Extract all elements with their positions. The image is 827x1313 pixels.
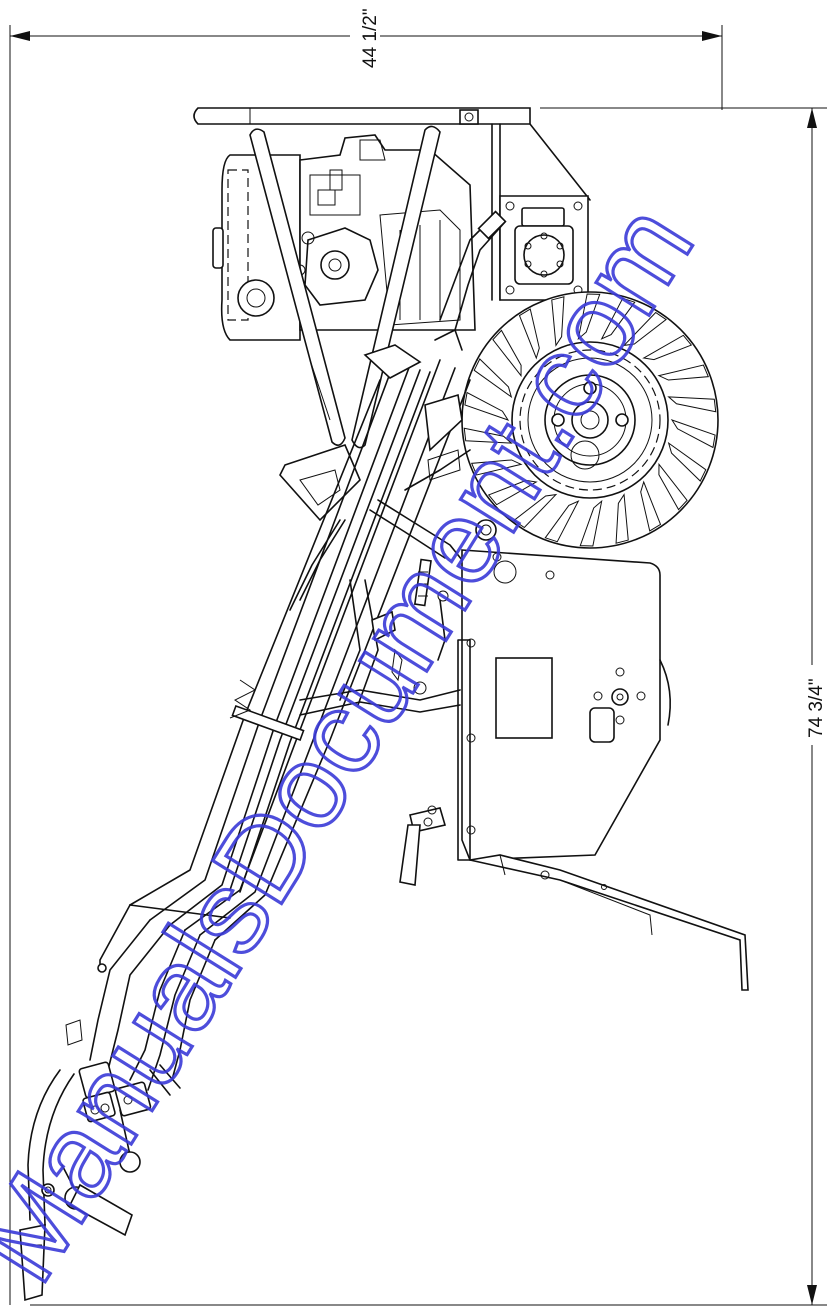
tire-tread-lug bbox=[470, 459, 523, 476]
depth-stake bbox=[399, 805, 447, 886]
length-dimension-label: 74 3/4" bbox=[806, 678, 827, 738]
tire-tread-lug bbox=[667, 396, 717, 413]
tire-tread-lug bbox=[579, 499, 603, 547]
width-dimension-label: 44 1/2" bbox=[360, 8, 381, 68]
tire-tread-lug bbox=[463, 427, 513, 444]
tire-tread-lug bbox=[600, 297, 636, 340]
length-dimension: 74 3/4" bbox=[30, 107, 827, 1306]
tire-tread-lug bbox=[670, 419, 716, 449]
engine bbox=[212, 134, 476, 341]
width-dimension: 44 1/2" bbox=[9, 8, 723, 1305]
tire-tread-lug bbox=[464, 391, 510, 421]
tire-tread-lug bbox=[657, 364, 710, 381]
tire-tread-lug bbox=[551, 296, 565, 347]
tire-tread-lug bbox=[518, 308, 540, 360]
tire-tread-lug bbox=[667, 441, 707, 482]
tire-tread-lug bbox=[658, 462, 688, 511]
tire-tread-lug bbox=[640, 480, 662, 532]
upper-handle-bars bbox=[249, 125, 441, 522]
tire-tread-lug bbox=[544, 500, 580, 543]
tire-tread-lug bbox=[642, 334, 693, 361]
top-frame-bar bbox=[193, 107, 591, 301]
tire-tread-lug bbox=[622, 311, 667, 347]
tine-hood bbox=[457, 549, 749, 991]
handle-controls bbox=[41, 1019, 181, 1237]
tire-tread-lug bbox=[473, 358, 513, 399]
hydraulic-motor bbox=[439, 195, 589, 331]
tire-tread-lug bbox=[492, 329, 522, 378]
tire-tread-lug bbox=[513, 493, 558, 529]
tire-tread-lug bbox=[487, 479, 538, 506]
tire-tread-lug bbox=[577, 293, 601, 341]
chassis-linkage bbox=[289, 329, 497, 716]
drive-wheel bbox=[461, 291, 719, 549]
tire-tread-lug bbox=[615, 493, 629, 544]
